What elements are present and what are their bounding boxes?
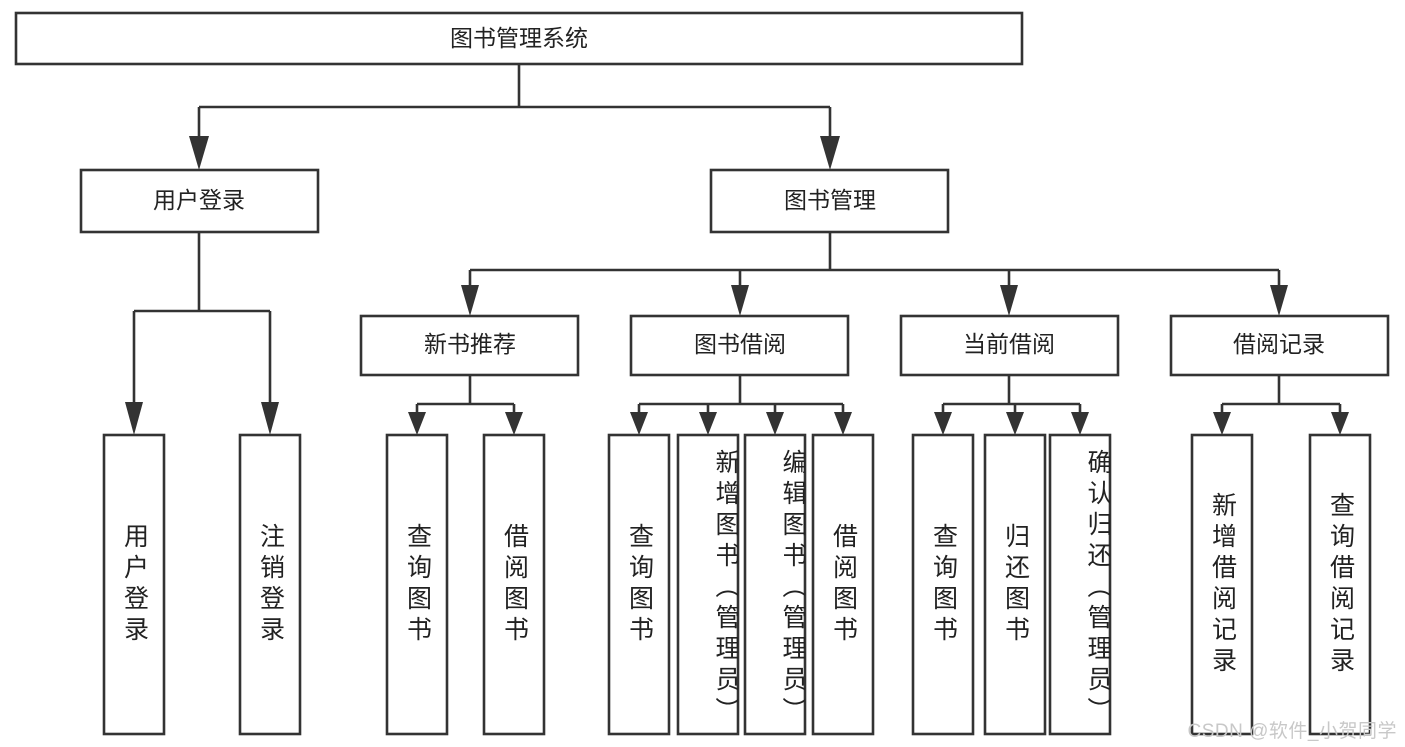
leaf-current-return-book-label: 归还图书 xyxy=(1001,522,1030,647)
arrow-head-logout-leaf xyxy=(261,402,279,435)
arrow-head-to-current-borrow xyxy=(1000,285,1018,316)
node-borrow-record-box[interactable] xyxy=(1169,314,1390,377)
arrow-head-to-book-management xyxy=(820,136,840,170)
leaf-logout-box[interactable] xyxy=(238,433,302,736)
leaf-current-confirm-return-box[interactable] xyxy=(1048,433,1112,736)
node-root[interactable]: 图书管理系统 xyxy=(14,11,1024,66)
leaf-current-return-book-box[interactable] xyxy=(983,433,1047,736)
arrow-head-current-return-book xyxy=(1006,412,1024,435)
leaf-current-confirm-return-label: 确认归还（管理员） xyxy=(1084,449,1110,728)
leaf-recommend-borrow-book[interactable]: 借阅图书 xyxy=(482,433,546,736)
node-root-label: 图书管理系统 xyxy=(450,25,588,51)
node-book-borrow-box[interactable] xyxy=(629,314,850,377)
arrow-head-borrow-query-book xyxy=(630,412,648,435)
node-current-borrow[interactable]: 当前借阅 xyxy=(899,314,1120,377)
leaf-user-login-label: 用户登录 xyxy=(120,522,149,647)
leaf-user-login-box[interactable] xyxy=(102,433,166,736)
arrow-head-recommend-query-book xyxy=(408,412,426,435)
leaf-borrow-query-book[interactable]: 查询图书 xyxy=(607,433,671,736)
node-new-book-recommend-label: 新书推荐 xyxy=(424,331,516,357)
leaf-record-query-record[interactable]: 查询借阅记录 xyxy=(1308,433,1372,736)
node-book-borrow-label: 图书借阅 xyxy=(694,331,786,357)
node-book-borrow[interactable]: 图书借阅 xyxy=(629,314,850,377)
leaf-recommend-query-book-label: 查询图书 xyxy=(403,522,432,647)
arrow-head-borrow-add-book xyxy=(699,412,717,435)
node-user-login-label: 用户登录 xyxy=(153,187,245,213)
node-book-management-label: 图书管理 xyxy=(784,187,876,213)
leaf-recommend-borrow-book-box[interactable] xyxy=(482,433,546,736)
leaf-current-confirm-return[interactable]: 确认归还（管理员） xyxy=(1048,433,1112,736)
arrow-head-user-login-leaf xyxy=(125,402,143,435)
leaf-current-query-book[interactable]: 查询图书 xyxy=(911,433,975,736)
node-root-box[interactable] xyxy=(14,11,1024,66)
arrow-head-to-borrow-record xyxy=(1270,285,1288,316)
node-book-management-box[interactable] xyxy=(709,168,950,234)
node-new-book-recommend[interactable]: 新书推荐 xyxy=(359,314,580,377)
node-user-login[interactable]: 用户登录 xyxy=(79,168,320,234)
node-current-borrow-label: 当前借阅 xyxy=(963,331,1055,357)
leaf-logout-label: 注销登录 xyxy=(256,522,285,647)
leaf-record-query-record-label: 查询借阅记录 xyxy=(1326,491,1355,678)
leaf-record-add-record-label: 新增借阅记录 xyxy=(1208,491,1237,678)
leaf-user-login[interactable]: 用户登录 xyxy=(102,433,166,736)
leaf-current-query-book-box[interactable] xyxy=(911,433,975,736)
leaf-borrow-borrow-book[interactable]: 借阅图书 xyxy=(811,433,875,736)
leaf-borrow-add-book[interactable]: 新增图书（管理员） xyxy=(676,433,740,736)
arrow-head-current-confirm-return xyxy=(1071,412,1089,435)
leaf-borrow-add-book-box[interactable] xyxy=(676,433,740,736)
arrow-head-to-new-book-recommend xyxy=(461,285,479,316)
connector-group-new-book-recommend-to-leaves xyxy=(408,375,523,435)
connector-group-user-login-to-leaves xyxy=(125,232,279,435)
arrow-head-recommend-borrow-book xyxy=(505,412,523,435)
leaf-borrow-query-book-label: 查询图书 xyxy=(625,522,654,647)
arrow-head-borrow-edit-book xyxy=(766,412,784,435)
node-new-book-recommend-box[interactable] xyxy=(359,314,580,377)
leaf-recommend-query-book[interactable]: 查询图书 xyxy=(385,433,449,736)
leaf-current-query-book-label: 查询图书 xyxy=(929,522,958,647)
leaf-borrow-edit-book[interactable]: 编辑图书（管理员） xyxy=(743,433,807,736)
leaf-record-query-record-box[interactable] xyxy=(1308,433,1372,736)
leaf-borrow-borrow-book-label: 借阅图书 xyxy=(829,522,858,647)
node-user-login-box[interactable] xyxy=(79,168,320,234)
leaf-current-return-book[interactable]: 归还图书 xyxy=(983,433,1047,736)
leaf-recommend-query-book-box[interactable] xyxy=(385,433,449,736)
leaf-record-add-record[interactable]: 新增借阅记录 xyxy=(1190,433,1254,736)
connector-group-borrow-record-to-leaves xyxy=(1213,375,1349,435)
leaf-borrow-edit-book-label: 编辑图书（管理员） xyxy=(779,449,805,728)
arrow-head-record-query-record xyxy=(1331,412,1349,435)
leaf-logout[interactable]: 注销登录 xyxy=(238,433,302,736)
node-current-borrow-box[interactable] xyxy=(899,314,1120,377)
arrow-head-borrow-borrow-book xyxy=(834,412,852,435)
leaf-borrow-edit-book-box[interactable] xyxy=(743,433,807,736)
connector-group-book-borrow-to-leaves xyxy=(630,375,852,435)
leaf-borrow-add-book-label: 新增图书（管理员） xyxy=(712,449,738,728)
leaf-recommend-borrow-book-label: 借阅图书 xyxy=(500,522,529,647)
arrow-head-to-book-borrow xyxy=(731,285,749,316)
node-borrow-record-label: 借阅记录 xyxy=(1233,331,1325,357)
connector-group-current-borrow-to-leaves xyxy=(934,375,1089,435)
connector-group-root-to-level2 xyxy=(189,64,840,170)
node-book-management[interactable]: 图书管理 xyxy=(709,168,950,234)
arrow-head-current-query-book xyxy=(934,412,952,435)
connector-group-book-management-to-level3 xyxy=(461,232,1288,316)
node-borrow-record[interactable]: 借阅记录 xyxy=(1169,314,1390,377)
arrow-head-to-user-login xyxy=(189,136,209,170)
leaf-borrow-query-book-box[interactable] xyxy=(607,433,671,736)
arrow-head-record-add-record xyxy=(1213,412,1231,435)
leaf-record-add-record-box[interactable] xyxy=(1190,433,1254,736)
leaf-borrow-borrow-book-box[interactable] xyxy=(811,433,875,736)
